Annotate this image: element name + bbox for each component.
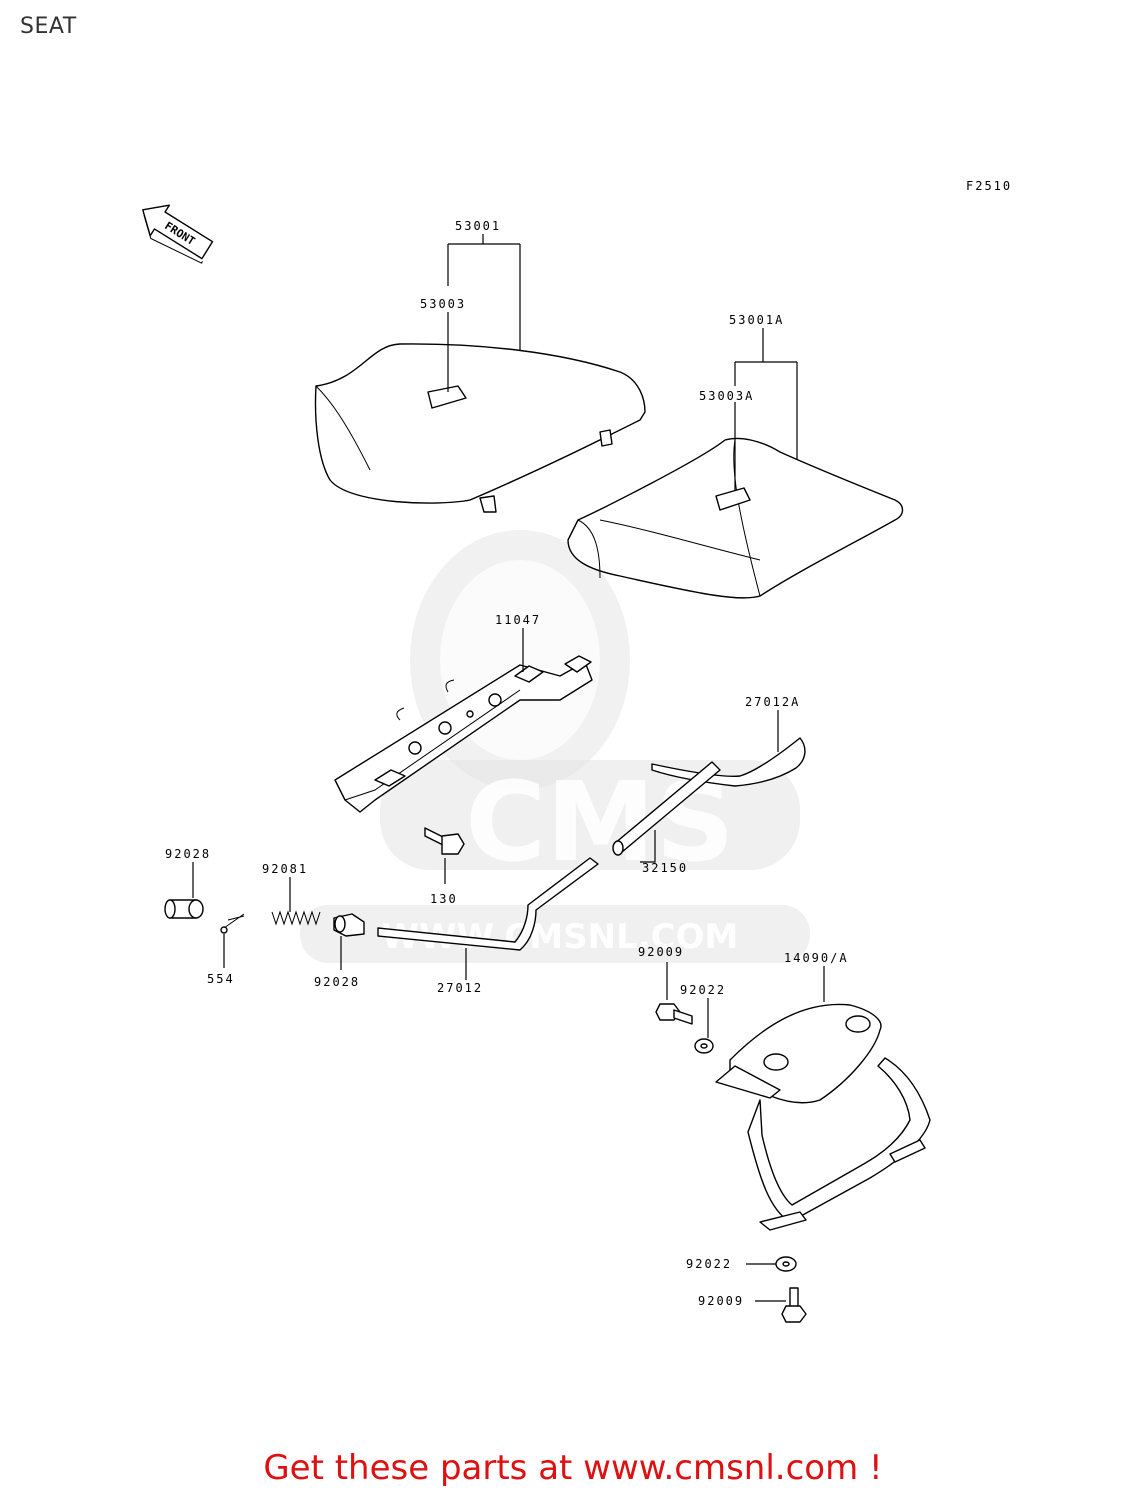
callout-92022-bottom: 92022 xyxy=(686,1257,732,1271)
callout-53003A: 53003A xyxy=(699,389,754,403)
callout-27012: 27012 xyxy=(437,981,483,995)
bolt-92009-bottom xyxy=(781,1287,807,1323)
callout-27012A: 27012A xyxy=(745,695,800,709)
figure-code: F2510 xyxy=(966,179,1012,193)
callout-32150: 32150 xyxy=(642,861,688,875)
rod-27012 xyxy=(377,857,599,951)
rear-seat xyxy=(567,437,904,599)
callout-53001: 53001 xyxy=(455,219,501,233)
tube-32150 xyxy=(612,761,721,856)
callout-92022-top: 92022 xyxy=(680,983,726,997)
bolt-92009-top xyxy=(655,1003,693,1025)
page-title: SEAT xyxy=(20,14,77,39)
washer-92022-bottom xyxy=(775,1256,797,1272)
callout-92009-top: 92009 xyxy=(638,945,684,959)
collar-92028-right xyxy=(333,913,365,937)
front-seat xyxy=(314,343,646,513)
footer-link[interactable]: Get these parts at www.cmsnl.com ! xyxy=(263,1448,883,1488)
callout-53001A: 53001A xyxy=(729,313,784,327)
leader-lines xyxy=(192,234,825,1302)
callout-554: 554 xyxy=(207,972,235,986)
callout-130: 130 xyxy=(430,892,458,906)
pin-554 xyxy=(220,913,245,934)
callout-92028-left: 92028 xyxy=(165,847,211,861)
washer-92022-top xyxy=(694,1038,714,1054)
parts-diagram: CMS WWW.CMSNL.COM F2510 FRONT xyxy=(142,179,1012,1323)
callout-92028-right: 92028 xyxy=(314,975,360,989)
callout-labels: 53001 53003 53001A 53003A 11047 27012A 9… xyxy=(165,219,849,1308)
rod-27012A xyxy=(651,737,806,787)
bolt-130 xyxy=(424,827,465,855)
callout-53003: 53003 xyxy=(420,297,466,311)
front-arrow-icon: FRONT xyxy=(142,204,214,264)
callout-92009-bottom: 92009 xyxy=(698,1294,744,1308)
grab-rail xyxy=(715,1003,931,1231)
seat-bracket xyxy=(334,655,593,813)
collar-92028-left xyxy=(164,899,204,919)
callout-92081: 92081 xyxy=(262,862,308,876)
spring-92081 xyxy=(271,910,321,926)
callout-14090A: 14090/A xyxy=(784,951,849,965)
callout-11047: 11047 xyxy=(495,613,541,627)
